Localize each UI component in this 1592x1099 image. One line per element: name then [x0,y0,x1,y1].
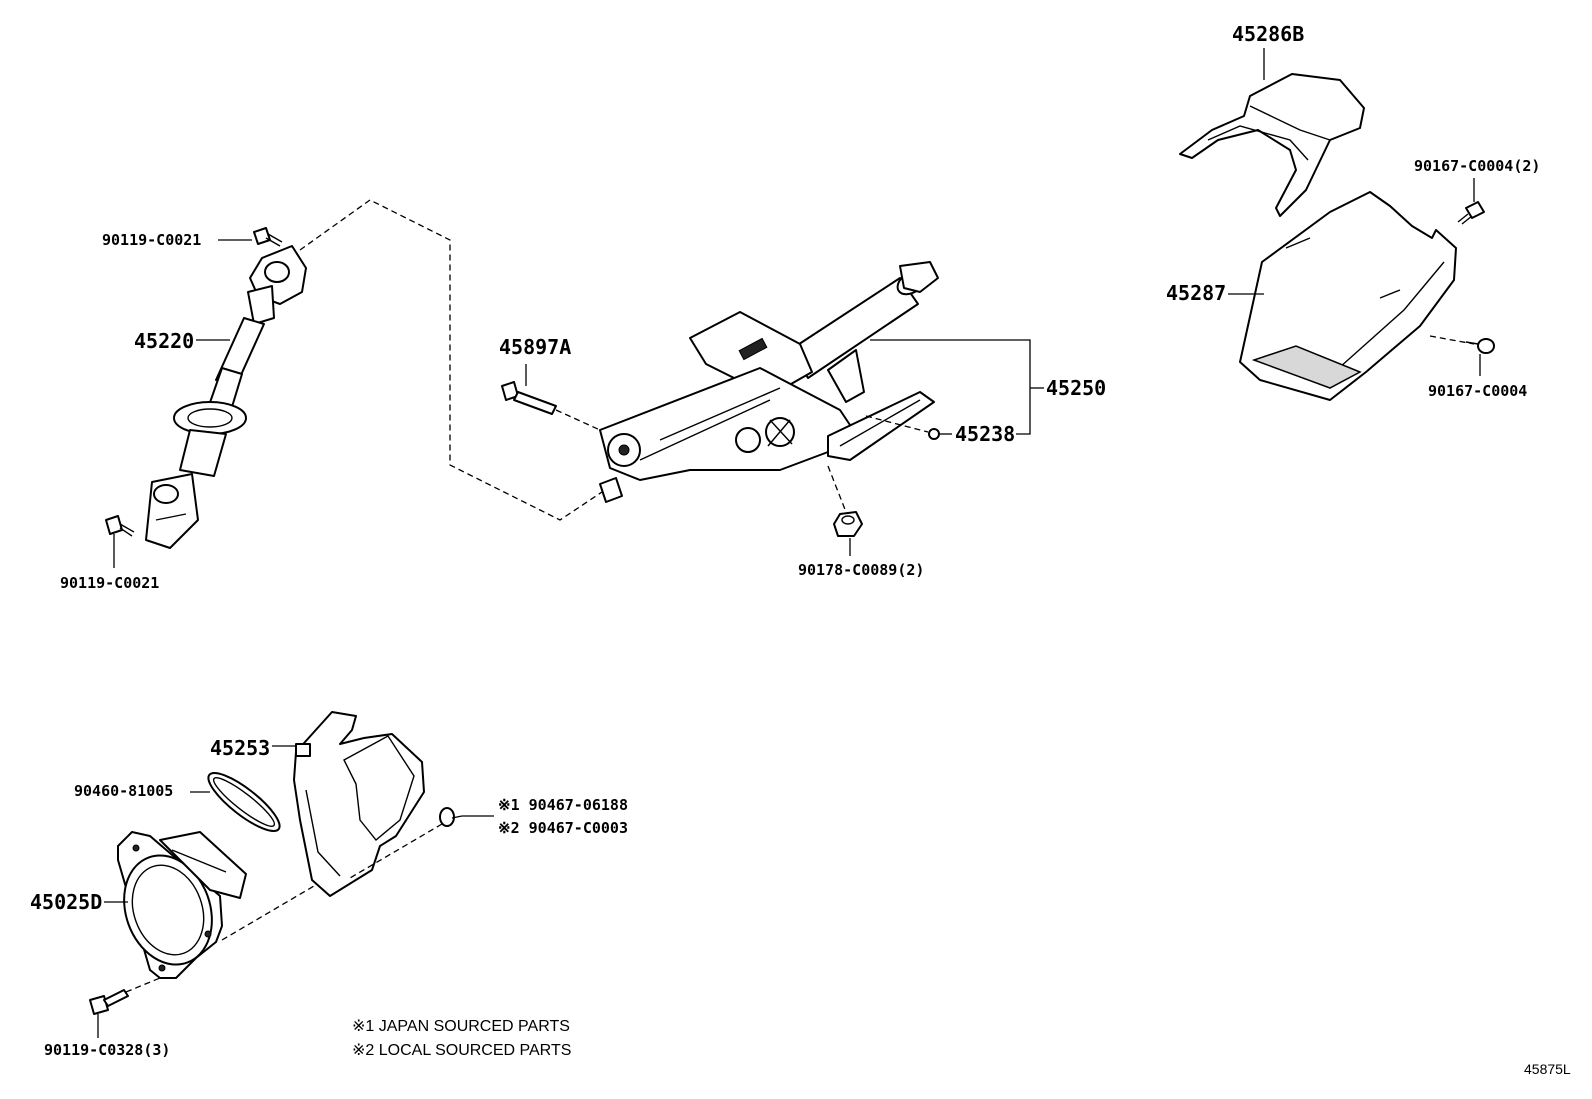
label-45897A[interactable]: 45897A [499,335,572,359]
bolt-90119-C0328-icon [89,989,129,1015]
label-45238[interactable]: 45238 [955,422,1016,446]
note-local-sourced: ※2 LOCAL SOURCED PARTS [352,1042,572,1059]
label-90467-C0003[interactable]: ※2 90467-C0003 [498,819,628,837]
bolt-bottom-icon [105,515,135,537]
label-90119-C0328-3[interactable]: 90119-C0328(3) [44,1041,171,1059]
nut-90178-icon [833,511,863,537]
nut-45238-icon [928,428,940,440]
screw-90167-bottom-icon [1465,338,1495,354]
bolt-45897A-icon [501,381,601,431]
label-45250[interactable]: 45250 [1046,376,1107,400]
label-45220[interactable]: 45220 [134,329,195,353]
screw-90167-top-icon [1457,201,1485,225]
label-90467-06188[interactable]: ※1 90467-06188 [498,796,628,814]
note-japan-sourced: ※1 JAPAN SOURCED PARTS [352,1018,570,1035]
steering-column-drawing [501,261,1044,556]
lower-parts-drawing [89,711,494,1038]
label-90119-C0021-top[interactable]: 90119-C0021 [102,231,202,249]
label-45253[interactable]: 45253 [210,736,271,760]
bolt-top-icon [253,227,283,247]
label-90167-C0004[interactable]: 90167-C0004 [1428,382,1528,400]
label-90178-C0089-2[interactable]: 90178-C0089(2) [798,561,925,579]
label-90460-81005[interactable]: 90460-81005 [74,782,174,800]
label-45025D[interactable]: 45025D [30,890,103,914]
label-45287[interactable]: 45287 [1166,281,1227,305]
figure-id: 45875L [1524,1061,1571,1077]
clip-90467-icon [439,807,463,827]
label-90167-C0004-2[interactable]: 90167-C0004(2) [1414,157,1541,175]
label-45286B[interactable]: 45286B [1232,22,1305,46]
intermediate-shaft-drawing [105,199,606,568]
label-90119-C0021-bottom[interactable]: 90119-C0021 [60,574,160,592]
column-covers-drawing [1179,48,1495,401]
